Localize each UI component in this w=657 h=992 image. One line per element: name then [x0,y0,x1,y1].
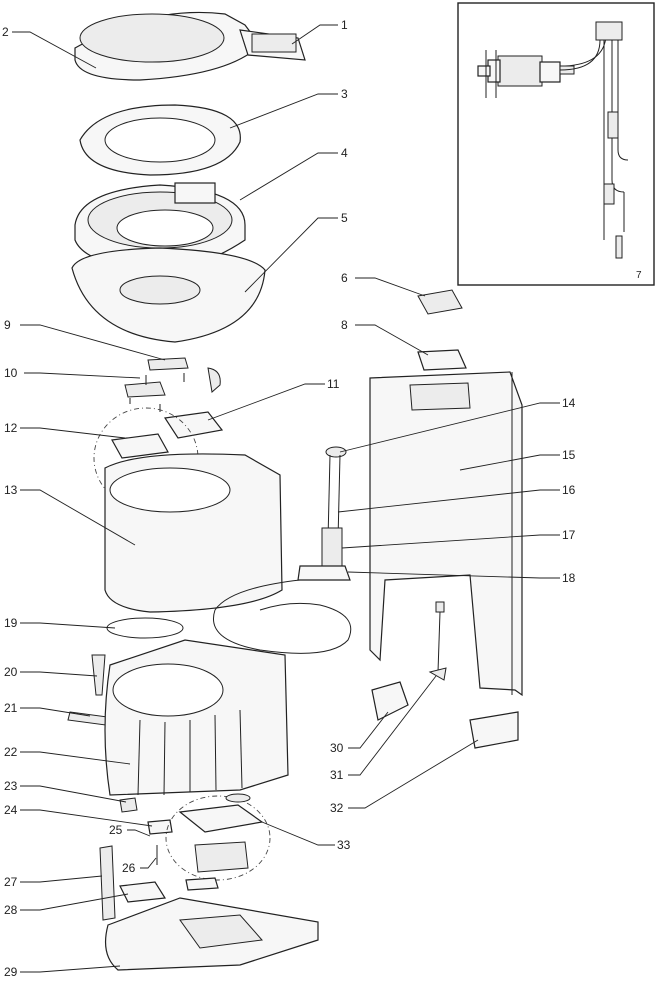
callout-28: 28 [4,903,18,917]
callout-5: 5 [341,211,348,225]
callout-32: 32 [330,801,344,815]
callout-4: 4 [341,146,348,160]
callout-17: 17 [562,528,576,542]
callout-24: 24 [4,803,18,817]
callout-29: 29 [4,965,18,979]
lower-tank [104,639,289,796]
bowl-shell [71,247,266,343]
callout-25: 25 [109,823,123,837]
callout-22: 22 [4,745,18,759]
callout-20: 20 [4,665,18,679]
bracket-part [371,681,409,721]
callout-23: 23 [4,779,18,793]
callout-labels: 1 2 3 4 5 6 7 8 9 10 11 12 13 14 15 16 1… [2,18,642,979]
callout-1: 1 [341,18,348,32]
valve-parts-group [119,793,271,891]
callout-26: 26 [122,861,136,875]
callout-8: 8 [341,318,348,332]
callout-21: 21 [4,701,18,715]
callout-13: 13 [4,483,18,497]
callout-14: 14 [562,396,576,410]
callout-11: 11 [327,377,340,391]
door-panel-part [469,711,519,749]
side-cover [369,371,523,697]
callout-33: 33 [337,838,351,852]
inset-panel [457,2,655,286]
callout-6: 6 [341,271,348,285]
bowl-rim [74,182,246,271]
plate-part [417,289,463,315]
callout-2: 2 [2,25,9,39]
callout-30: 30 [330,741,344,755]
callout-16: 16 [562,483,576,497]
small-tab-part [91,654,106,696]
upper-tank [104,453,283,613]
callout-12: 12 [4,421,18,435]
clamp-ring [106,617,184,639]
callout-31: 31 [330,768,344,782]
callout-7: 7 [636,270,642,281]
callout-19: 19 [4,616,18,630]
float-rod-part [428,601,447,681]
callout-27: 27 [4,875,18,889]
callout-10: 10 [4,366,18,380]
leader-lines [12,24,560,973]
callout-3: 3 [341,87,348,101]
side-panel-part [99,845,116,921]
seat-ring [79,104,241,176]
callout-15: 15 [562,448,576,462]
callout-9: 9 [4,318,11,332]
lid-cover [74,11,306,81]
callout-18: 18 [562,571,576,585]
pump-hose-assembly [213,446,352,654]
base-tray [105,897,319,971]
pcb-part [119,881,167,903]
